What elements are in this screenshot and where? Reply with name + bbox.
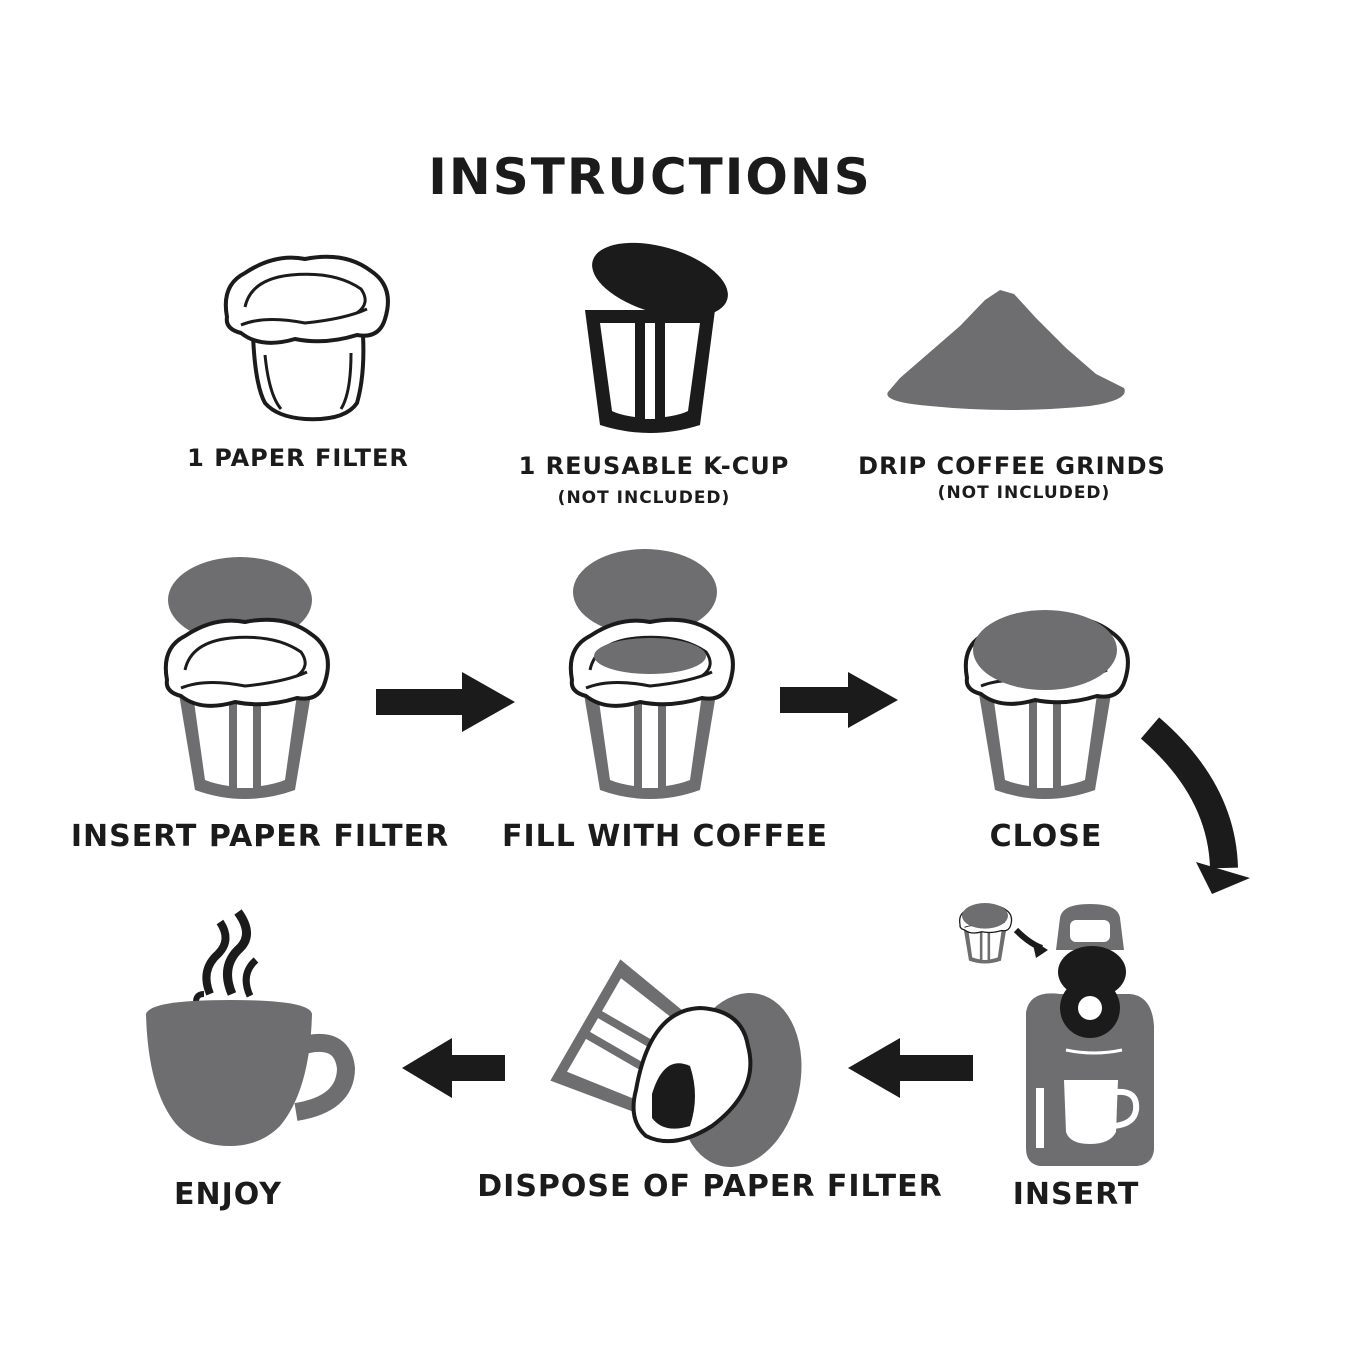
step-label-insert-paper-filter: INSERT PAPER FILTER (70, 819, 450, 854)
arrow-left-icon (402, 1038, 505, 1098)
supply-label-reusable-k-cup: 1 REUSABLE K-CUP (518, 452, 790, 480)
step-label-insert: INSERT (1012, 1177, 1140, 1212)
step-label-enjoy: ENJOY (174, 1177, 282, 1212)
supply-label-paper-filter: 1 PAPER FILTER (187, 444, 409, 472)
arrow-left-icon (848, 1038, 973, 1098)
arrow-right-icon (376, 672, 515, 732)
step-dispose-paper-filter-icon (550, 959, 802, 1167)
paper-filter-icon (223, 254, 390, 422)
coffee-grinds-icon (887, 290, 1125, 410)
step-label-fill-with-coffee: FILL WITH COFFEE (501, 819, 829, 854)
step-label-close: CLOSE (989, 819, 1103, 854)
step-enjoy-icon (146, 909, 356, 1146)
step-insert-paper-filter-icon (163, 557, 330, 799)
step-close-icon (963, 610, 1130, 799)
supply-note-reusable-k-cup: (NOT INCLUDED) (557, 488, 731, 508)
supply-label-coffee-grinds: DRIP COFFEE GRINDS (858, 452, 1166, 480)
step-label-dispose-paper-filter: DISPOSE OF PAPER FILTER (477, 1169, 943, 1204)
step-fill-with-coffee-icon (568, 549, 735, 799)
page-title: INSTRUCTIONS (428, 148, 872, 206)
arrow-right-icon (780, 672, 898, 728)
arrow-curved-down-icon (1140, 717, 1250, 894)
supply-note-coffee-grinds: (NOT INCLUDED) (937, 483, 1111, 503)
reusable-k-cup-icon (585, 242, 728, 433)
step-insert-icon (959, 903, 1154, 1166)
